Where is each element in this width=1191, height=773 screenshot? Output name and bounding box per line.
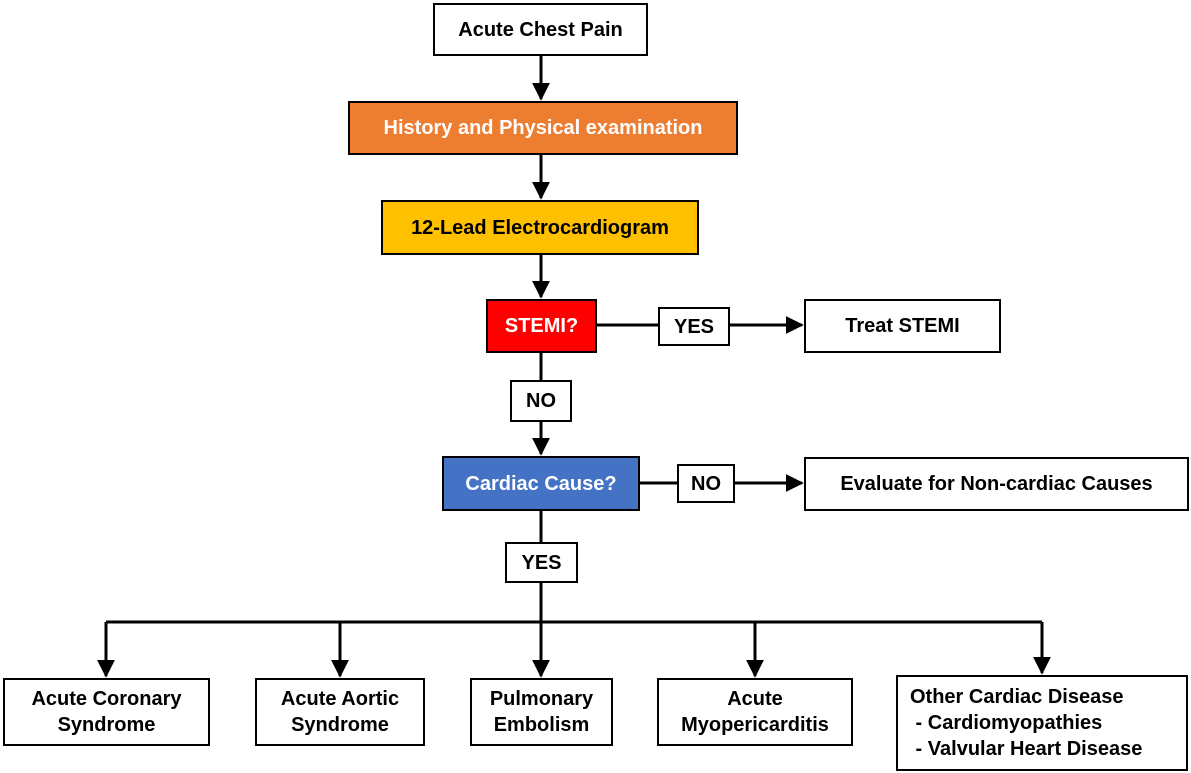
other-cardiac-node: Other Cardiac Disease - Cardiomyopathies… (896, 675, 1188, 771)
other-line-3: - Valvular Heart Disease (910, 738, 1143, 760)
cardiac-cause-node: Cardiac Cause? (442, 456, 640, 511)
stemi-node: STEMI? (486, 299, 597, 353)
stemi-no-label: NO (510, 380, 572, 422)
ecg-node: 12-Lead Electrocardiogram (381, 200, 699, 255)
treat-stemi-node: Treat STEMI (804, 299, 1001, 353)
cardiac-no-label: NO (677, 464, 735, 503)
pe-line-1: Pulmonary (489, 688, 594, 710)
acs-line-1: Acute Coronary (31, 688, 182, 710)
pe-node: Pulmonary Embolism (470, 678, 613, 746)
acs-line-2: Syndrome (57, 714, 156, 736)
aas-line-2: Syndrome (291, 714, 389, 736)
myo-node: Acute Myopericarditis (657, 678, 853, 746)
myo-line-2: Myopericarditis (681, 714, 829, 736)
other-line-2: - Cardiomyopathies (910, 712, 1103, 734)
cardiac-yes-label: YES (505, 542, 578, 583)
acs-node: Acute Coronary Syndrome (3, 678, 210, 746)
stemi-yes-label: YES (658, 307, 730, 346)
aas-line-1: Acute Aortic (280, 688, 400, 710)
start-node: Acute Chest Pain (433, 3, 648, 56)
pe-line-2: Embolism (493, 714, 590, 736)
aas-node: Acute Aortic Syndrome (255, 678, 425, 746)
myo-line-1: Acute (727, 688, 783, 710)
history-node: History and Physical examination (348, 101, 738, 155)
non-cardiac-node: Evaluate for Non-cardiac Causes (804, 457, 1189, 511)
other-line-1: Other Cardiac Disease (910, 686, 1124, 708)
